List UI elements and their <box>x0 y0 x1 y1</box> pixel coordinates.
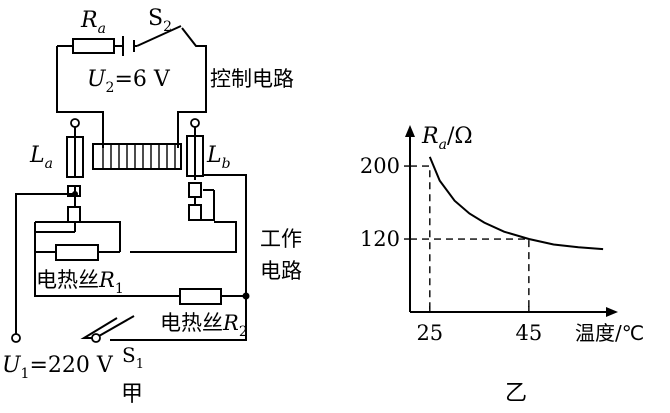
switch-s2-blade <box>136 25 182 47</box>
electromagnet-core <box>92 143 182 170</box>
coil-la <box>66 136 84 178</box>
relay-contact-a-lower <box>67 206 81 223</box>
label-lb: Lb <box>206 143 231 172</box>
x-axis-label: 温度/℃ <box>575 321 644 345</box>
relay-contact-b-upper <box>188 182 202 198</box>
label-u1: U1=220 V <box>2 353 114 382</box>
guide-line-1 <box>410 238 530 312</box>
caption-jia: 甲 <box>121 382 143 407</box>
switch-s1-blade <box>98 315 135 337</box>
y-tick-label: 200 <box>360 154 400 178</box>
label-work-1: 工作 <box>260 227 302 251</box>
guide-line-0 <box>410 165 431 312</box>
coil-lb <box>186 135 204 177</box>
supply-terminal-left <box>11 333 21 343</box>
relay-contact-b-lower <box>188 204 202 221</box>
label-heater-r1: 电热丝R1 <box>36 268 124 297</box>
label-la: La <box>29 143 53 172</box>
resistance-temperature-graph: 120 200 25 45 Ra/Ω 温度/℃ 乙 <box>360 124 644 406</box>
x-axis-arrow <box>606 307 618 317</box>
control-circuit-wire <box>56 27 207 148</box>
label-s1: S1 <box>122 343 144 372</box>
label-heater-r2: 电热丝R2 <box>160 311 248 340</box>
working-circuit-wire <box>15 174 247 341</box>
label-control-circuit: 控制电路 <box>210 67 294 91</box>
circuit-diagram-jia: Ra S2 U2=6 V 控制电路 La Lb 工作 电路 电热丝R1 电热丝R… <box>2 6 302 407</box>
heater-r1 <box>55 244 99 261</box>
label-work-2: 电路 <box>260 259 302 283</box>
electromagnet-coil <box>102 144 176 169</box>
switch-s1-pivot <box>91 333 101 343</box>
junction-dot-right <box>242 292 250 300</box>
ra-curve <box>428 156 604 251</box>
heater-r2 <box>179 288 222 305</box>
caption-yi: 乙 <box>505 381 527 406</box>
y-axis-arrow <box>405 125 415 137</box>
resistor-ra <box>72 38 115 54</box>
y-tick-label: 120 <box>360 227 400 251</box>
label-s2: S2 <box>148 6 172 35</box>
label-ra: Ra <box>80 8 106 37</box>
terminal-la-top <box>70 118 80 128</box>
x-tick-label: 45 <box>515 321 542 345</box>
label-u2: U2=6 V <box>87 67 171 96</box>
y-axis-label: Ra/Ω <box>421 124 473 153</box>
x-tick-label: 25 <box>416 321 443 345</box>
junction-dot-la <box>72 191 78 197</box>
terminal-lb-top <box>190 118 200 128</box>
